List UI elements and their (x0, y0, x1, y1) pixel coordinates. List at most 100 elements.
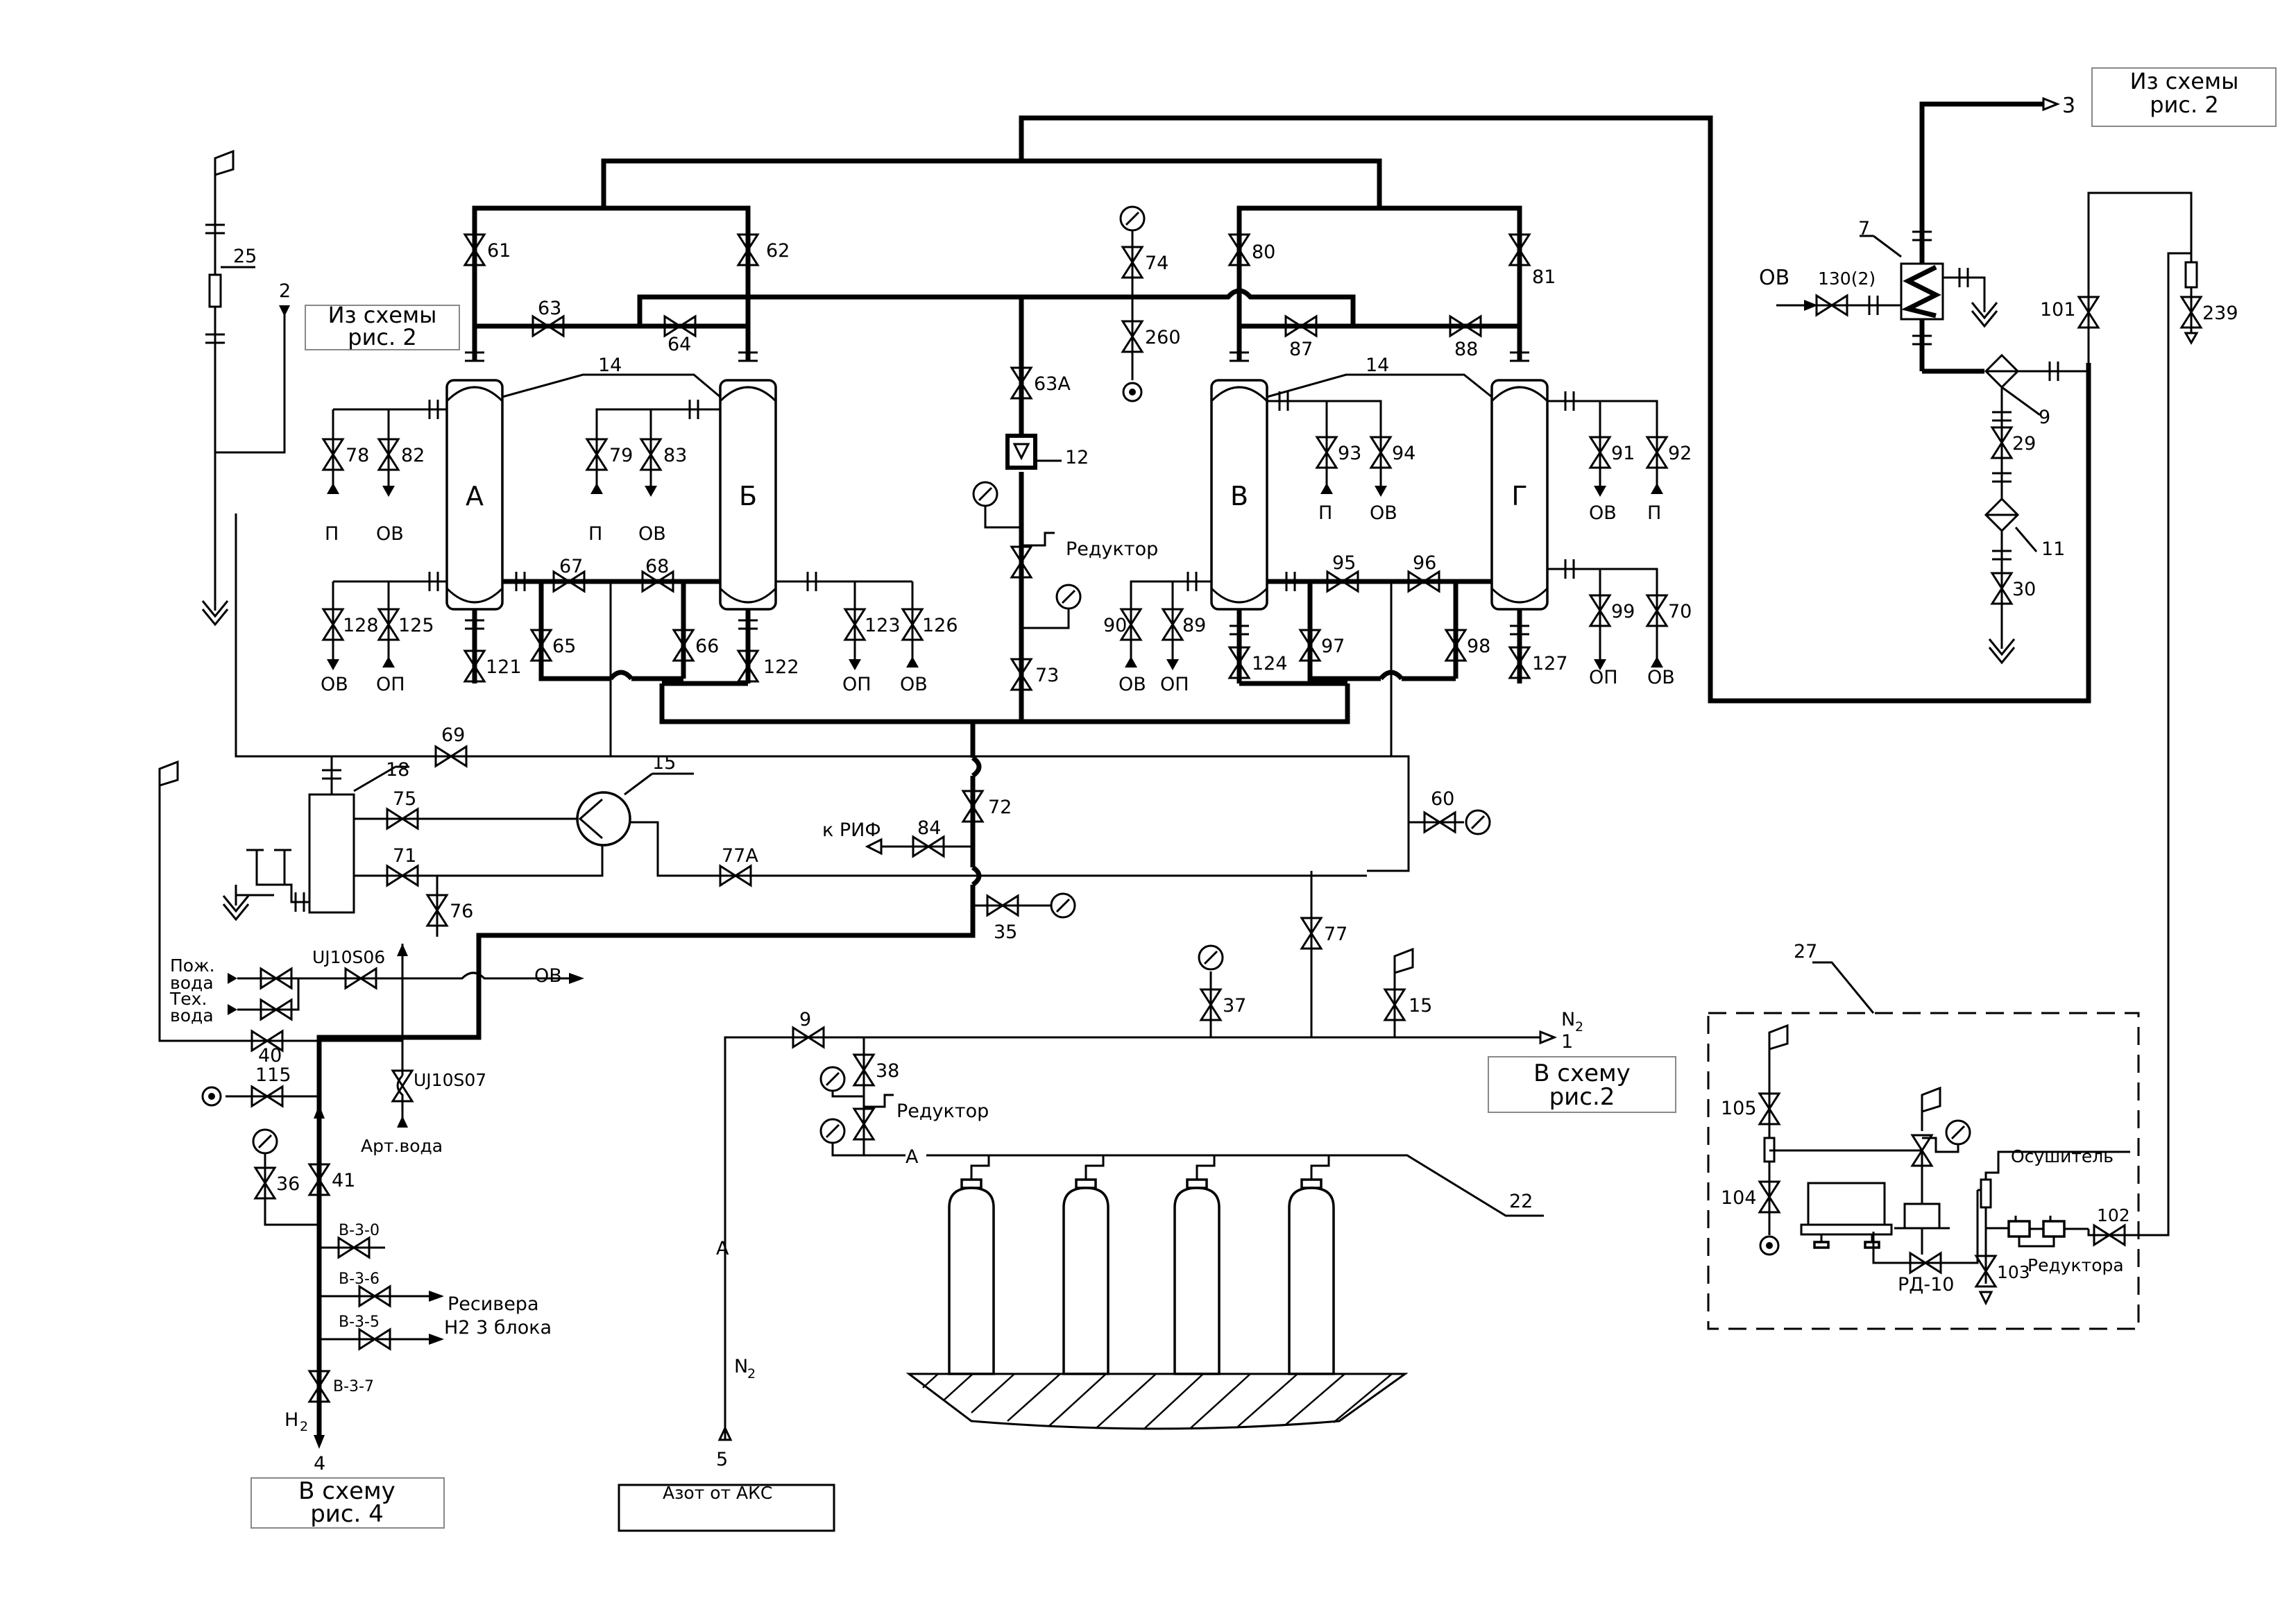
diagram-label: 122 (763, 656, 799, 678)
diagram-label: 25 (233, 246, 257, 267)
diagram-label: 101 (2040, 299, 2076, 321)
diagram-label: 66 (695, 636, 719, 657)
diagram-label: Из схемы (328, 302, 437, 328)
diagram-label: 9 (799, 1009, 811, 1030)
diagram-label: 97 (1321, 636, 1345, 657)
diagram-label: 125 (398, 615, 434, 636)
diagram-label: Пож. (170, 955, 215, 976)
diagram-label: рис. 2 (2150, 92, 2218, 118)
diagram-label: П (588, 523, 602, 545)
diagram-label: 128 (343, 615, 379, 636)
gauge-36 (252, 1128, 278, 1155)
top-main-header (472, 115, 2091, 704)
diagram-label: ОП (376, 674, 405, 695)
diagram-label: Тех. (169, 989, 207, 1009)
diagram-label: П (325, 523, 339, 545)
diagram-label: H2 3 блока (444, 1317, 552, 1339)
diagram-label: 82 (401, 445, 425, 466)
diagram-label: В (1230, 481, 1248, 511)
diagram-label: 115 (255, 1064, 291, 1086)
gauge-reducer-n2 (819, 1118, 846, 1144)
diagram-label: В-3-6 (339, 1271, 380, 1288)
diagram-label: 75 (393, 788, 416, 810)
diagram-label: ОП (842, 674, 871, 695)
diagram-label: H (284, 1409, 298, 1431)
diagram-label: В-3-7 (333, 1378, 374, 1395)
diagram-label: 77А (722, 845, 758, 867)
diagram-label: вода (170, 1005, 214, 1026)
nitrogen-cylinders (905, 1155, 1409, 1430)
dryer-block (1807, 1182, 1886, 1226)
diagram-label: 77 (1324, 924, 1347, 945)
diagram-label: 2 (747, 1366, 756, 1382)
diagram-label: N (1561, 1009, 1575, 1030)
cylinder (1288, 1187, 1335, 1375)
diagram-label: UJ10S06 (312, 947, 385, 967)
left-equipment: 25 2 18 15 75 71 76 (201, 150, 694, 937)
diagram-label: 4 (314, 1453, 325, 1475)
gauge-35 (1050, 892, 1076, 919)
diagram-label: 9 (2039, 407, 2050, 428)
component-239-indicator (2184, 261, 2198, 289)
to-scheme-2-box (1488, 1056, 1676, 1113)
diagram-label: 63 (538, 298, 561, 319)
diagram-label: 7 (1858, 218, 1870, 239)
diagram-label: рис. 4 (310, 1500, 384, 1528)
diagram-label: 102 (2097, 1205, 2130, 1225)
pump-15 (576, 791, 631, 847)
diagram-label: 62 (766, 240, 790, 262)
diagram-label: 5 (716, 1449, 728, 1470)
diagram-label: к РИФ (822, 819, 881, 841)
diagram-label: N (734, 1356, 748, 1377)
diagram-label: 84 (917, 817, 941, 839)
diagram-label: 40 (258, 1045, 282, 1067)
gauge-rd10 (1945, 1119, 1971, 1146)
from-scheme-box-left (305, 305, 460, 350)
diagram-label: П (1318, 502, 1332, 524)
diagram-label: Редуктор (896, 1101, 989, 1122)
diagram-label: 35 (994, 921, 1017, 943)
diagram-label: 64 (667, 334, 691, 355)
diagram-label: 80 (1252, 241, 1275, 263)
diagram-label: 90 (1103, 615, 1127, 636)
diagram-label: ОП (1589, 667, 1618, 688)
diagram-label: 61 (487, 240, 511, 262)
diagram-label: 29 (2012, 433, 2036, 454)
diagram-label: 1 (1561, 1031, 1573, 1053)
vessel-pair-vg: 80 81 87 88 В Г 14 93 94 П ОВ (1006, 233, 1692, 756)
diagram-label: 78 (346, 445, 369, 466)
diagram-label: 2 (1575, 1019, 1583, 1035)
dryer (1980, 1178, 1992, 1209)
diagram-label: 104 (1721, 1187, 1757, 1209)
gauge-73 (1055, 584, 1082, 610)
diagram-label: ОВ (900, 674, 928, 695)
central-lines: 63А 12 Редуктор 73 74 260 72 (235, 205, 1491, 1096)
diagram-label: В-3-0 (339, 1222, 380, 1239)
reducer-block (2042, 1220, 2066, 1238)
diagram-label: ОВ (1589, 502, 1617, 524)
diagram-label: 124 (1252, 653, 1288, 674)
diagram-label: 69 (441, 724, 465, 746)
diagram-label: 15 (1409, 995, 1432, 1017)
diagram-label: 126 (922, 615, 958, 636)
gauge-74 (1119, 205, 1146, 232)
diagram-label: 38 (876, 1060, 899, 1082)
diagram-label: 3 (2062, 94, 2075, 118)
component-25 (208, 273, 222, 308)
diagram-label: А (466, 481, 484, 511)
diagram-label: Б (739, 481, 757, 511)
diagram-label: ОВ (321, 674, 348, 695)
diagram-label: 260 (1145, 327, 1181, 348)
to-scheme-4-box (250, 1477, 445, 1529)
diagram-label: Редуктора (2027, 1255, 2124, 1275)
left-bottom-water: 40 Пож. вода Тех. вода UJ10S06 ОВ UJ10S0… (158, 760, 584, 1475)
diagram-label: 14 (1366, 355, 1389, 376)
rd10-block (1903, 1203, 1941, 1230)
gauge-60 (1465, 809, 1491, 835)
diagram-label: В-3-5 (339, 1314, 380, 1331)
dryer-unit-27: 27 105 104 РД-10 Осушитель 103 (1707, 941, 2152, 1330)
diagram-label: ОВ (1370, 502, 1397, 524)
right-top-system: Из схемы рис. 2 3 7 ОВ 130(2) 9 29 (1759, 67, 2277, 1237)
diagram-label: 22 (1509, 1191, 1533, 1212)
